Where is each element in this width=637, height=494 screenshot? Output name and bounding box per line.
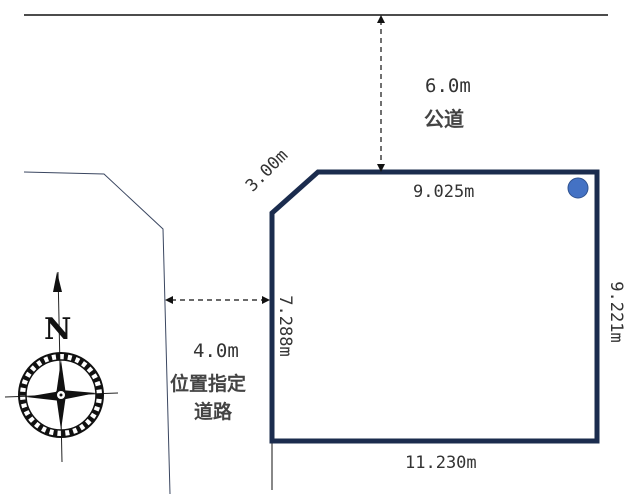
lot-bottom-edge-length: 11.230m (405, 453, 477, 473)
lot-right-edge-length: 9.221m (606, 281, 626, 343)
designated-road-far-edge (23, 171, 171, 494)
lot-outline (269, 169, 600, 444)
north-compass-icon (4, 271, 119, 463)
designated-road-name-line1: 位置指定 (170, 373, 247, 395)
public-road-name: 公道 (424, 107, 464, 131)
designated-road-width-label: 4.0m (193, 340, 239, 362)
lot-left-edge-length: 7.288m (275, 295, 295, 357)
compass-north-label: N (44, 312, 72, 347)
designated-road-width-arrow (165, 296, 270, 304)
public-road-width-arrow (377, 15, 385, 172)
lot-top-edge-length: 9.025m (413, 182, 475, 202)
designated-road-name-line2: 道路 (194, 401, 233, 423)
corner-marker-dot (567, 177, 589, 199)
public-road-width-label: 6.0m (425, 75, 471, 97)
